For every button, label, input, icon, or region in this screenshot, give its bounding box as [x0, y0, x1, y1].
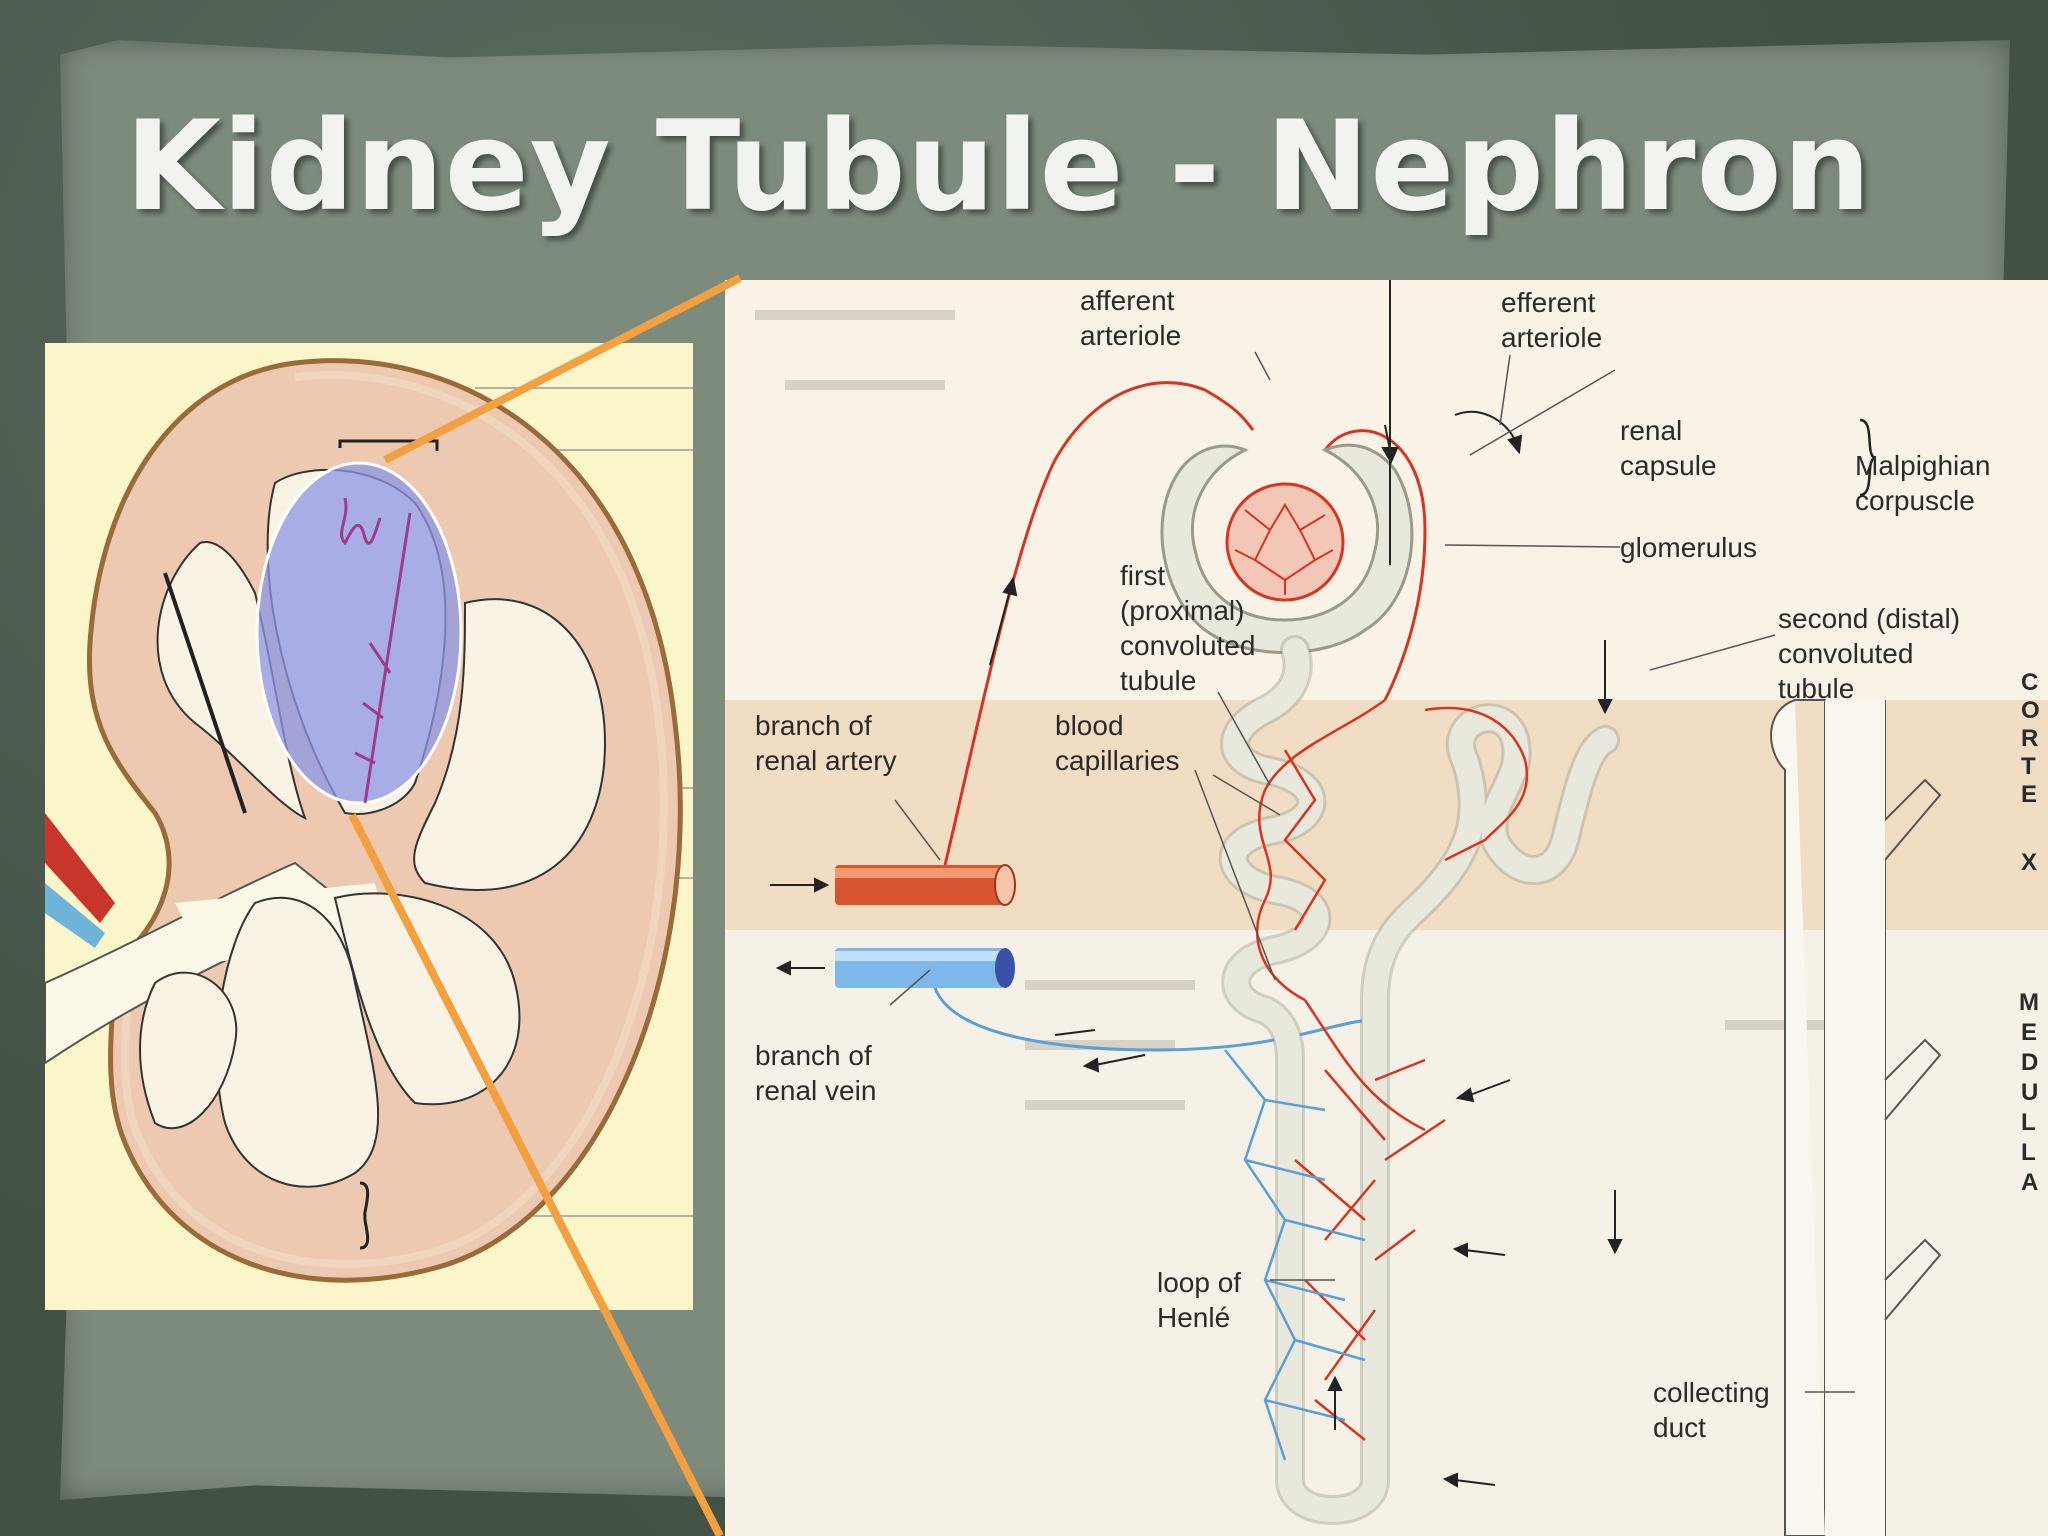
- label-glomerulus: glomerulus: [1620, 532, 1757, 563]
- svg-text:C: C: [2021, 669, 2038, 696]
- svg-text:O: O: [2021, 697, 2040, 724]
- svg-text:L: L: [2021, 1139, 2036, 1166]
- slide-title: Kidney Tubule - Nephron: [125, 95, 1872, 239]
- renal-artery-branch: [835, 865, 1015, 905]
- nephron-diagram-panel: afferent arteriole efferent arteriole re…: [725, 280, 2048, 1536]
- svg-text:D: D: [2021, 1049, 2038, 1076]
- svg-text:R: R: [2021, 725, 2038, 752]
- svg-text:E: E: [2021, 1019, 2037, 1046]
- svg-text:M: M: [2019, 989, 2039, 1016]
- svg-text:L: L: [2021, 1109, 2036, 1136]
- svg-text:X: X: [2021, 849, 2037, 876]
- svg-text:U: U: [2021, 1079, 2038, 1106]
- svg-text:E: E: [2021, 781, 2037, 808]
- svg-text:A: A: [2021, 1169, 2038, 1196]
- nephron-diagram: afferent arteriole efferent arteriole re…: [725, 280, 2048, 1536]
- nephron-highlight-ellipse: [257, 463, 461, 803]
- kidney-cross-section: [45, 343, 693, 1310]
- svg-text:T: T: [2021, 753, 2036, 780]
- kidney-cross-section-panel: [45, 343, 693, 1310]
- renal-vein-branch: [835, 948, 1015, 988]
